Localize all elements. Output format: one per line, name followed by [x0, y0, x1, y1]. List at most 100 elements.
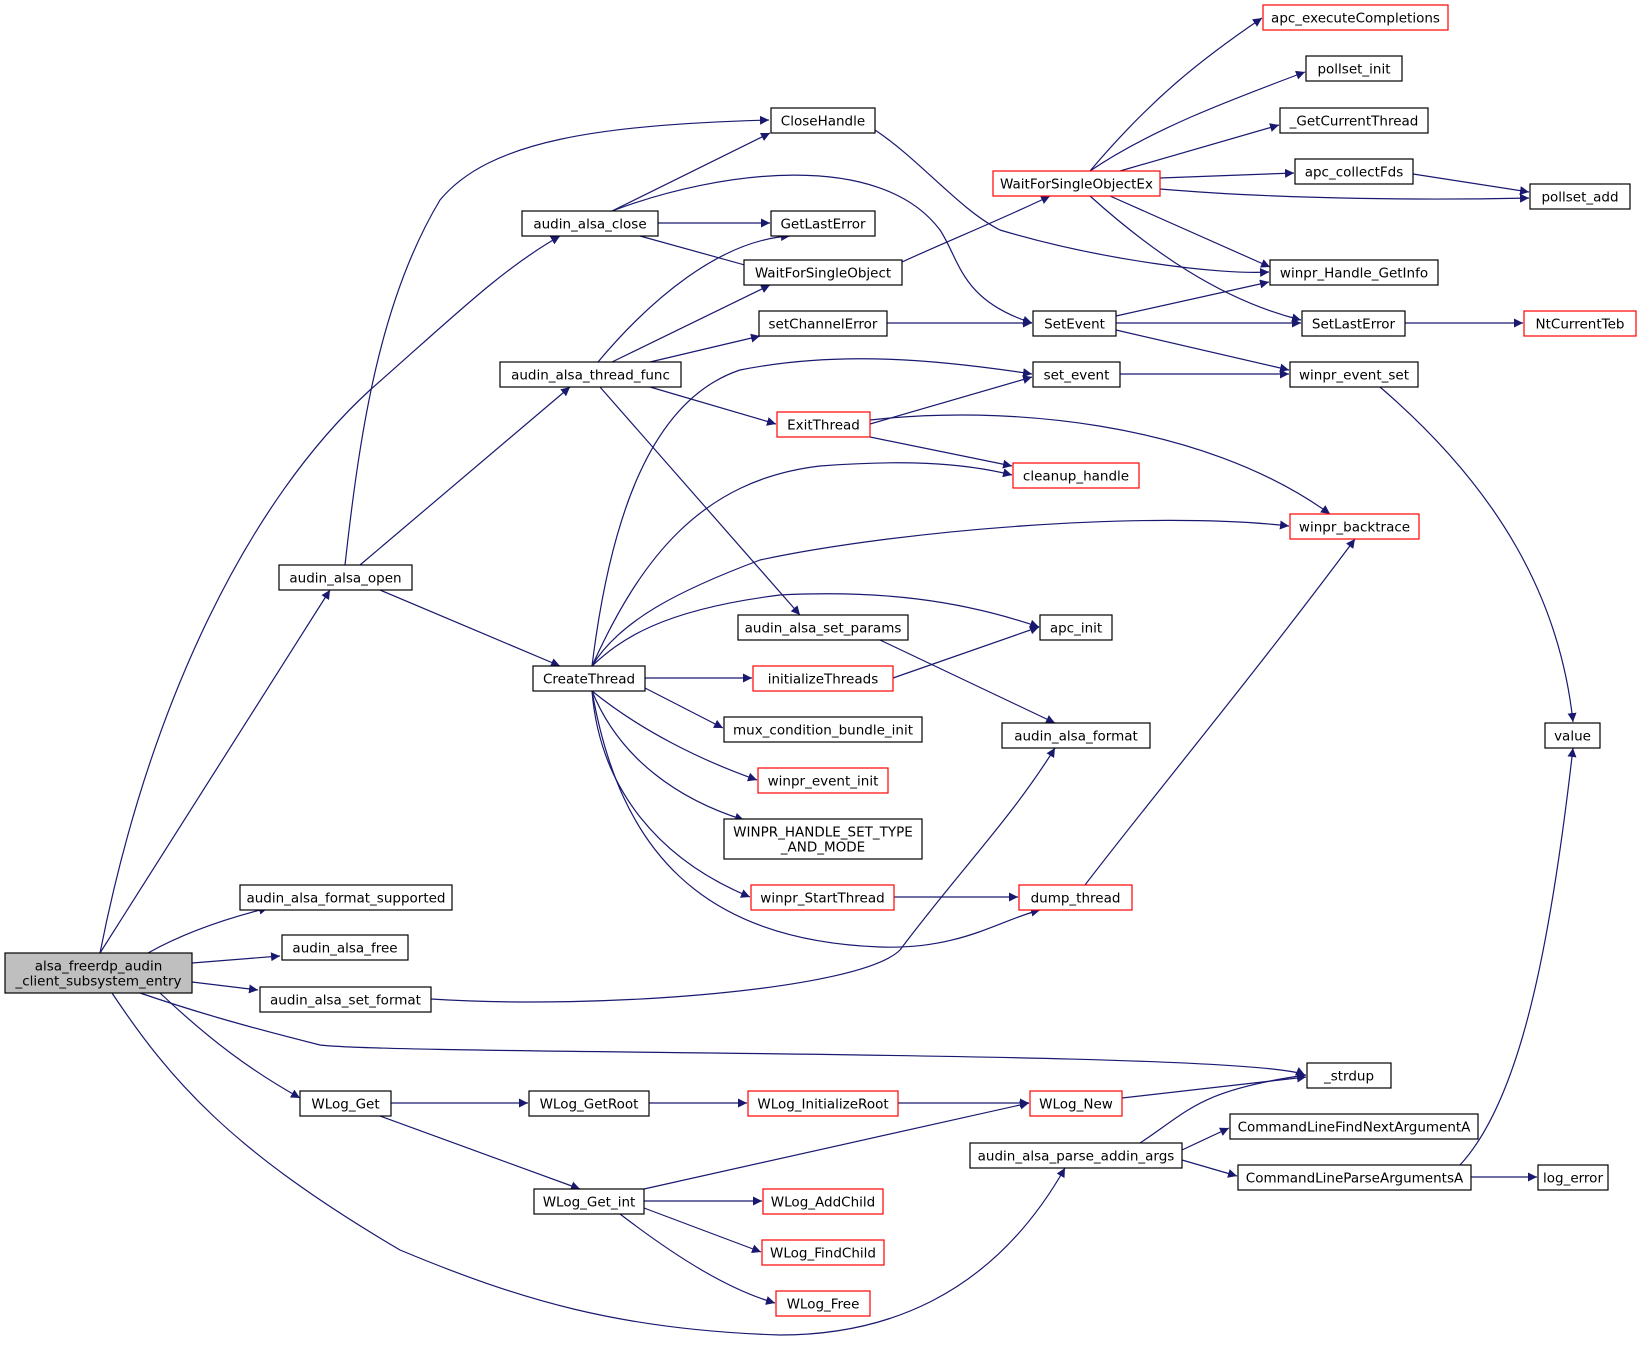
node-value[interactable]: value — [1544, 722, 1601, 749]
node-label: apc_executeCompletions — [1271, 11, 1440, 27]
node-set-event-cap[interactable]: SetEvent — [1032, 310, 1117, 337]
edge-create_thread-to-start_thread — [591, 690, 751, 898]
node-set-event[interactable]: set_event — [1032, 361, 1121, 388]
node-close-handle[interactable]: CloseHandle — [770, 107, 876, 134]
node-handle-set-type[interactable]: WINPR_HANDLE_SET_TYPE_AND_MODE — [723, 818, 923, 860]
node-winpr-event-set[interactable]: winpr_event_set — [1289, 361, 1419, 388]
node-apc-init[interactable]: apc_init — [1039, 614, 1113, 641]
edge-open-to-thread_func — [359, 386, 571, 566]
node-label: NtCurrentTeb — [1536, 317, 1625, 333]
node-box — [1279, 107, 1429, 134]
node-winpr-backtrace[interactable]: winpr_backtrace — [1289, 513, 1420, 540]
node-set-params[interactable]: audin_alsa_set_params — [737, 614, 909, 641]
node-find-next-arg[interactable]: CommandLineFindNextArgumentA — [1229, 1113, 1479, 1140]
node-cleanup-handle[interactable]: cleanup_handle — [1012, 462, 1140, 489]
edge-entry-to-open — [99, 589, 331, 954]
edge-create_thread-to-set_event — [591, 358, 1033, 667]
node-wlog-get[interactable]: WLog_Get — [299, 1090, 392, 1117]
node-wlog-find-child[interactable]: WLog_FindChild — [761, 1239, 885, 1266]
edge-wlog_new-to-strdup — [1121, 1073, 1307, 1099]
node-thread-func[interactable]: audin_alsa_thread_func — [499, 361, 682, 388]
edge-wait_single_ex-to-get_current_thread — [1119, 123, 1280, 172]
node-label: pollset_init — [1317, 62, 1390, 78]
edge-wlog_get_int-to-wlog_find_child — [643, 1207, 762, 1254]
edge-winpr_event_set-to-value — [1379, 386, 1577, 723]
node-apc-collect[interactable]: apc_collectFds — [1294, 158, 1414, 185]
node-start-thread[interactable]: winpr_StartThread — [750, 884, 895, 911]
node-box — [1262, 4, 1449, 31]
node-strdup[interactable]: _strdup — [1306, 1062, 1392, 1089]
node-apc-execute[interactable]: apc_executeCompletions — [1262, 4, 1449, 31]
node-wait-single[interactable]: WaitForSingleObject — [743, 259, 903, 286]
node-create-thread[interactable]: CreateThread — [532, 665, 646, 692]
node-label: alsa_freerdp_audin — [35, 959, 163, 975]
edge-entry-to-strdup — [139, 992, 1306, 1076]
node-get-last-error[interactable]: GetLastError — [770, 210, 876, 237]
node-wlog-init-root[interactable]: WLog_InitializeRoot — [747, 1090, 899, 1117]
node-entry[interactable]: alsa_freerdp_audin_client_subsystem_entr… — [4, 952, 193, 994]
edge-wait_single_ex-to-set_last_error — [1089, 195, 1302, 323]
node-box — [533, 1188, 645, 1215]
edge-entry-to-wlog_get — [159, 992, 301, 1099]
node-box — [1018, 884, 1133, 911]
node-wait-single-ex[interactable]: WaitForSingleObjectEx — [992, 170, 1161, 197]
node-label: winpr_event_set — [1299, 368, 1409, 384]
node-box — [758, 310, 888, 337]
node-exit-thread[interactable]: ExitThread — [776, 411, 871, 438]
node-format-supported[interactable]: audin_alsa_format_supported — [239, 884, 453, 911]
node-get-current-thread[interactable]: _GetCurrentThread — [1279, 107, 1429, 134]
node-parse-args[interactable]: CommandLineParseArgumentsA — [1237, 1164, 1472, 1191]
node-box — [992, 170, 1161, 197]
node-box — [281, 934, 409, 961]
node-wlog-getroot[interactable]: WLog_GetRoot — [528, 1090, 650, 1117]
node-initialize-threads[interactable]: initializeThreads — [752, 665, 894, 692]
node-dump-thread[interactable]: dump_thread — [1018, 884, 1133, 911]
node-box — [1029, 1090, 1123, 1117]
node-pollset-init[interactable]: pollset_init — [1305, 55, 1403, 82]
node-label: mux_condition_bundle_init — [733, 723, 913, 739]
node-log-error[interactable]: log_error — [1537, 1164, 1609, 1191]
edge-thread_func-to-set_channel_error — [649, 333, 761, 363]
node-label: winpr_Handle_GetInfo — [1280, 266, 1428, 282]
node-label: _AND_MODE — [780, 840, 865, 856]
node-wlog-get-int[interactable]: WLog_Get_int — [533, 1188, 645, 1215]
node-label: WLog_GetRoot — [540, 1097, 639, 1113]
node-box — [1523, 310, 1637, 337]
node-label: winpr_StartThread — [760, 891, 884, 907]
edge-parse_addin_args-to-strdup — [1139, 1071, 1307, 1144]
edge-create_thread-to-handle_set_type — [591, 690, 745, 822]
node-alsa-format[interactable]: audin_alsa_format — [1001, 722, 1151, 749]
node-wlog-new[interactable]: WLog_New — [1029, 1090, 1123, 1117]
node-box — [737, 614, 909, 641]
edge-wait_single_ex-to-pollset_init — [1089, 70, 1306, 172]
node-open[interactable]: audin_alsa_open — [278, 564, 413, 591]
node-box — [752, 665, 894, 692]
edge-exit_thread-to-set_event — [869, 375, 1033, 425]
edge-wlog_get_int-to-wlog_new — [643, 1100, 1030, 1190]
edge-thread_func-to-set_params — [599, 386, 801, 616]
node-mux[interactable]: mux_condition_bundle_init — [723, 716, 923, 743]
edge-entry-to-set_format — [191, 981, 259, 994]
node-close[interactable]: audin_alsa_close — [521, 210, 659, 237]
node-wlog-add-child[interactable]: WLog_AddChild — [762, 1188, 884, 1215]
node-box — [775, 1290, 871, 1317]
node-set-format[interactable]: audin_alsa_set_format — [259, 986, 432, 1013]
node-set-channel-error[interactable]: setChannelError — [758, 310, 888, 337]
node-handle-getinfo[interactable]: winpr_Handle_GetInfo — [1269, 259, 1439, 286]
node-label: _client_subsystem_entry — [15, 974, 182, 990]
node-label: WINPR_HANDLE_SET_TYPE — [733, 825, 913, 841]
node-label: audin_alsa_free — [292, 941, 397, 957]
node-parse-addin-args[interactable]: audin_alsa_parse_addin_args — [969, 1142, 1183, 1169]
node-set-last-error[interactable]: SetLastError — [1301, 310, 1406, 337]
node-label: initializeThreads — [768, 672, 879, 688]
edges-layer — [99, 17, 1577, 1336]
edge-entry-to-free — [191, 952, 281, 964]
node-box — [521, 210, 659, 237]
node-free[interactable]: audin_alsa_free — [281, 934, 409, 961]
node-pollset-add[interactable]: pollset_add — [1529, 183, 1631, 210]
node-winpr-event-init[interactable]: winpr_event_init — [757, 767, 889, 794]
edge-open-to-create_thread — [379, 589, 561, 667]
node-wlog-free[interactable]: WLog_Free — [775, 1290, 871, 1317]
node-nt-current-teb[interactable]: NtCurrentTeb — [1523, 310, 1637, 337]
